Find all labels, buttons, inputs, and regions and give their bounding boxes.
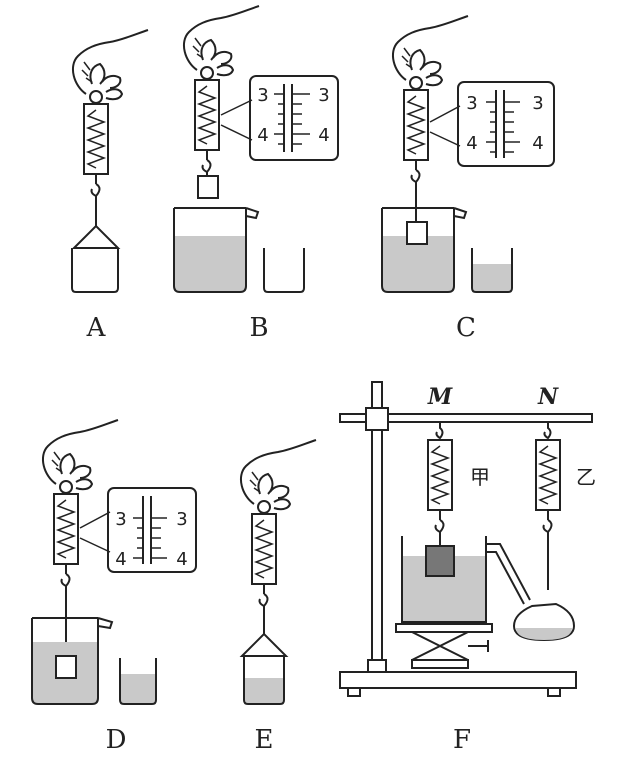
marker-n: N	[537, 384, 559, 410]
panel-f: M N 甲 乙 F	[339, 381, 596, 755]
scale-label-left-top: 3	[115, 509, 126, 530]
meter-jia-label: 甲	[470, 465, 490, 489]
scale-label-left-bottom: 4	[466, 133, 477, 154]
scale-label-right-top: 3	[532, 93, 543, 114]
scale-zoom-box	[249, 75, 339, 161]
weight-block	[406, 221, 428, 245]
scale-label-left-top: 3	[466, 93, 477, 114]
stand-crossbar	[339, 413, 593, 423]
scale-label-left-bottom: 4	[115, 549, 126, 570]
scale-label-right-bottom: 4	[532, 133, 543, 154]
scale-zoom-box	[457, 81, 555, 167]
panel-c: 3 3 4 4 C	[381, 15, 555, 343]
panel-c-label: C	[456, 313, 476, 343]
panel-a: A	[71, 29, 149, 343]
panel-e-label: E	[255, 725, 274, 755]
weight-block	[197, 175, 219, 199]
marker-m: M	[427, 384, 453, 410]
panel-d: 3 3 4 4 D	[31, 419, 197, 755]
panel-f-label: F	[453, 725, 471, 755]
scale-label-right-top: 3	[318, 85, 329, 106]
scale-label-left-top: 3	[257, 85, 268, 106]
scale-label-left-bottom: 4	[257, 125, 268, 146]
stand-base	[339, 671, 577, 689]
panel-d-label: D	[106, 725, 127, 755]
scale-label-right-bottom: 4	[176, 549, 187, 570]
submerged-block	[425, 545, 455, 577]
panel-b-label: B	[249, 313, 268, 343]
panel-a-label: A	[86, 313, 107, 343]
weight-block	[55, 655, 77, 679]
panel-e: E	[239, 439, 317, 755]
scale-label-right-bottom: 4	[318, 125, 329, 146]
panel-b: 3 3 4 4 B	[173, 5, 339, 343]
scale-label-right-top: 3	[176, 509, 187, 530]
meter-yi-label: 乙	[576, 465, 596, 489]
